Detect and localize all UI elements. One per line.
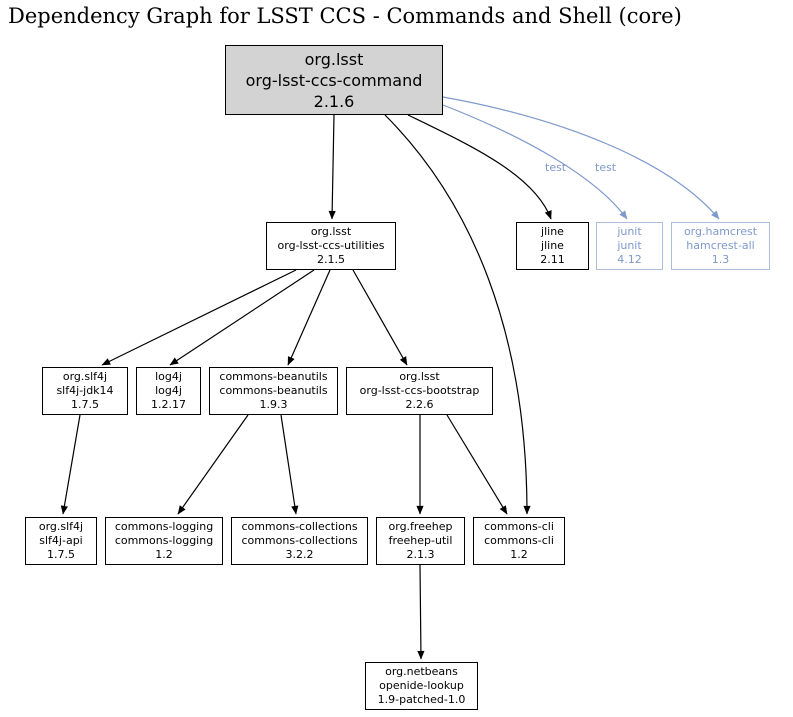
node-group: jline [541,225,564,238]
node-group: log4j [155,370,182,383]
edge-command-to-utilities [328,114,336,220]
edge-command-to-hamcrest-test [442,96,720,220]
node-group: commons-beanutils [219,370,328,383]
page-title: Dependency Graph for LSST CCS - Commands… [8,4,682,28]
node-version: 3.2.2 [285,548,314,561]
node-artifact: jline [541,239,564,252]
node-version: 2.1.6 [313,91,355,111]
node-group: org.netbeans [385,665,458,678]
node-commons-beanutils: commons-beanutils commons-beanutils 1.9.… [209,367,338,415]
node-artifact: org-lsst-ccs-command [245,70,423,90]
node-artifact: freehep-util [388,534,453,547]
node-org-lsst-ccs-bootstrap: org.lsst org-lsst-ccs-bootstrap 2.2.6 [346,367,493,415]
node-commons-collections: commons-collections commons-collections … [231,517,368,565]
node-version: 1.2 [155,548,173,561]
node-org-lsst-ccs-utilities: org.lsst org-lsst-ccs-utilities 2.1.5 [266,222,396,270]
node-log4j: log4j log4j 1.2.17 [136,367,201,415]
node-artifact: log4j [155,384,182,397]
node-freehep-util: org.freehep freehep-util 2.1.3 [376,517,465,565]
node-version: 1.2.17 [151,398,186,411]
node-artifact: commons-beanutils [219,384,328,397]
edge-command-to-commons-cli [384,114,531,515]
node-jline: jline jline 2.11 [516,222,589,270]
node-commons-logging: commons-logging commons-logging 1.2 [105,517,223,565]
node-version: 2.11 [540,253,565,266]
node-group: org.slf4j [62,370,108,383]
node-group: org.lsst [304,49,364,69]
node-junit: junit junit 4.12 [596,222,663,270]
node-version: 2.1.5 [317,253,345,266]
node-version: 1.2 [510,548,528,561]
node-version: 1.9.3 [259,398,288,411]
node-artifact: hamcrest-all [686,239,755,252]
node-org-lsst-ccs-command: org.lsst org-lsst-ccs-command 2.1.6 [225,45,443,115]
node-group: commons-cli [484,520,554,533]
node-group: commons-logging [114,520,214,533]
edge-utilities-to-slf4j-jdk14 [101,269,297,366]
node-commons-cli: commons-cli commons-cli 1.2 [473,517,565,565]
node-hamcrest-all: org.hamcrest hamcrest-all 1.3 [671,222,770,270]
node-artifact: slf4j-jdk14 [56,384,114,397]
node-openide-lookup: org.netbeans openide-lookup 1.9-patched-… [365,662,478,710]
edge-label-test-hamcrest: test [595,161,617,174]
node-group: org.slf4j [38,520,84,533]
node-version: 2.1.3 [406,548,435,561]
node-version: 1.7.5 [47,548,75,561]
node-artifact: org-lsst-ccs-utilities [277,239,385,252]
node-artifact: openide-lookup [379,679,464,692]
edge-command-to-jline [407,114,552,220]
node-group: commons-collections [241,520,358,533]
node-artifact: commons-logging [114,534,214,547]
node-slf4j-api: org.slf4j slf4j-api 1.7.5 [25,517,97,565]
node-version: 4.12 [617,253,642,266]
node-artifact: org-lsst-ccs-bootstrap [359,384,480,397]
node-group: org.lsst [399,370,440,383]
edge-utilities-to-commons-beanutils [287,269,331,366]
node-version: 2.2.6 [405,398,434,411]
edge-slf4j-jdk14-to-slf4j-api [60,414,81,515]
node-version: 1.9-patched-1.0 [377,693,466,706]
node-artifact: commons-collections [241,534,358,547]
edge-utilities-to-bootstrap [352,269,408,366]
edge-bootstrap-to-commons-cli [446,414,508,515]
node-group: org.lsst [310,225,352,238]
edge-beanutils-to-commons-collections [280,414,299,515]
node-artifact: junit [617,239,642,252]
node-version: 1.7.5 [71,398,99,411]
node-version: 1.3 [711,253,730,266]
edge-beanutils-to-commons-logging [177,414,249,515]
edge-label-test-junit: test [545,161,567,174]
node-group: junit [617,225,642,238]
node-artifact: slf4j-api [39,534,83,547]
node-group: org.freehep [388,520,453,533]
edge-utilities-to-log4j [169,269,315,366]
edge-freehep-to-openide-lookup [417,564,425,660]
node-artifact: commons-cli [484,534,554,547]
node-group: org.hamcrest [683,225,758,238]
node-slf4j-jdk14: org.slf4j slf4j-jdk14 1.7.5 [42,367,128,415]
